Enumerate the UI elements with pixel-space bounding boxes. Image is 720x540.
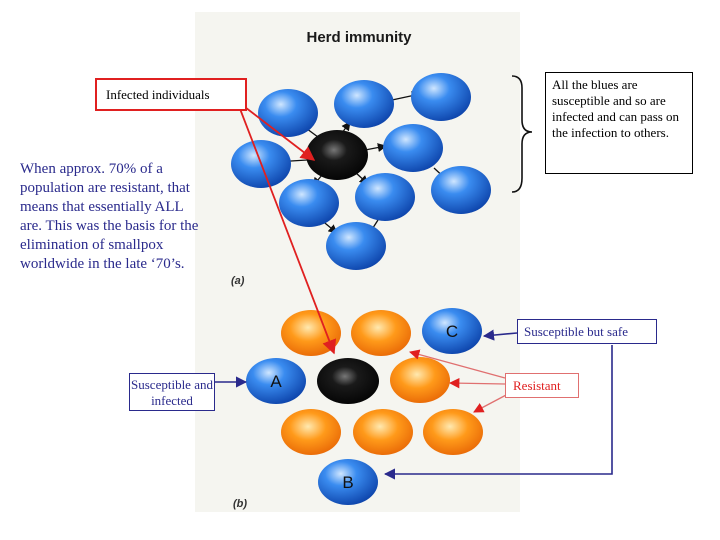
safe-pointer-arrow <box>482 329 518 341</box>
susceptible-individual <box>383 124 443 172</box>
infected-pointer-arrow <box>236 100 337 355</box>
curly-brace <box>511 75 533 193</box>
susceptible-infected-callout: Susceptible and infected <box>129 373 215 411</box>
susceptible-safe-callout: Susceptible but safe <box>517 319 657 344</box>
panel-a-label: (a) <box>231 275 245 287</box>
panel-a-population <box>231 73 491 270</box>
susceptible-individual-b <box>318 459 378 505</box>
blue-callout-arrows <box>215 329 613 480</box>
panel-b-population: C A B <box>246 308 483 505</box>
resistant-pointer-arrow <box>473 393 509 413</box>
resistant-individual <box>423 409 483 455</box>
susceptible-infected-label: Susceptible and infected <box>131 377 213 408</box>
susceptible-individual <box>258 89 318 137</box>
figure-title: Herd immunity <box>306 29 412 46</box>
node-label-b: B <box>342 473 353 492</box>
all-blues-callout: All the blues are susceptible and so are… <box>545 72 693 174</box>
susceptible-individual-a <box>246 358 306 404</box>
susceptible-individual <box>279 179 339 227</box>
resistant-pointer-arrow <box>408 349 506 379</box>
resistant-callout-arrows <box>408 349 509 413</box>
resistant-callout: Resistant <box>505 373 579 398</box>
panel-b-label: (b) <box>233 498 247 510</box>
all-blues-text: All the blues are susceptible and so are… <box>552 77 680 140</box>
side-note: When approx. 70% of a population are res… <box>20 161 199 272</box>
infected-individual <box>306 130 368 180</box>
susceptible-individual <box>334 80 394 128</box>
infected-pointer-arrow <box>236 100 316 161</box>
safe-to-b-arrow <box>383 345 613 480</box>
susceptible-individual <box>326 222 386 270</box>
infected-individuals-label: Infected individuals <box>106 87 210 102</box>
resistant-individual <box>390 357 450 403</box>
node-label-a: A <box>270 372 282 391</box>
resistant-individual <box>351 310 411 356</box>
node-label-c: C <box>446 322 458 341</box>
resistant-label: Resistant <box>513 378 561 393</box>
spread-arrow <box>364 143 387 153</box>
susceptible-individual <box>355 173 415 221</box>
susceptible-individual <box>411 73 471 121</box>
infected-individuals-callout: Infected individuals <box>95 78 247 111</box>
susceptible-safe-label: Susceptible but safe <box>524 324 628 339</box>
resistant-individual <box>353 409 413 455</box>
susceptible-individual <box>431 166 491 214</box>
red-callout-arrows <box>236 100 337 355</box>
resistant-pointer-arrow <box>448 377 506 389</box>
infected-individual <box>317 358 379 404</box>
resistant-individual <box>281 409 341 455</box>
susceptible-individual-c <box>422 308 482 354</box>
